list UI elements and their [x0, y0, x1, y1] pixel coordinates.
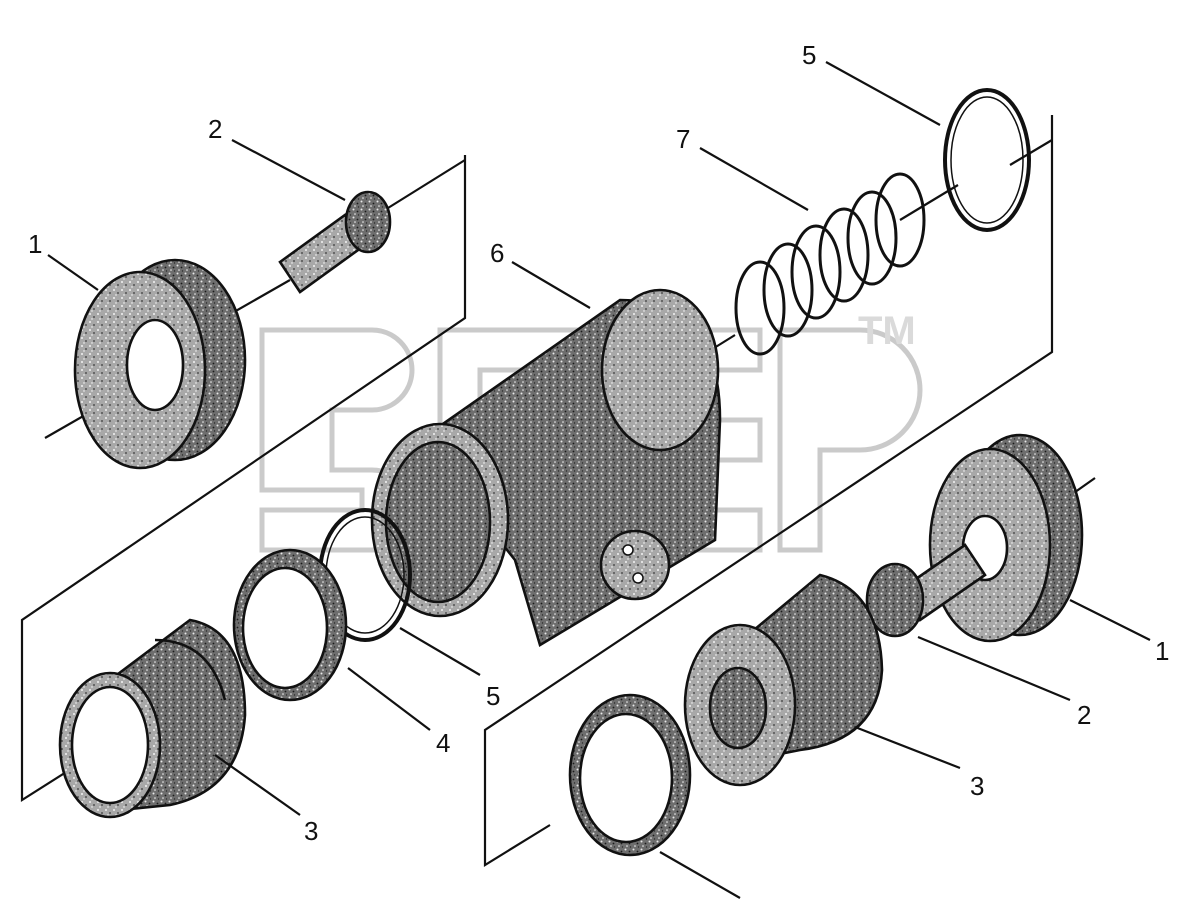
part-oring-top [943, 88, 1031, 232]
watermark-letter-4 [777, 327, 923, 553]
callout-center-4: 4 [436, 728, 450, 758]
callout-body-6: 6 [490, 238, 504, 268]
leader-lines [47, 61, 1151, 899]
part-piston-right [683, 573, 884, 787]
callout-spring-7: 7 [676, 124, 690, 154]
callout-top-5: 5 [802, 40, 816, 70]
callout-bottom-left-3: 3 [304, 816, 318, 846]
watermark-tm: TM [858, 309, 916, 353]
part-piston-bottom-left [58, 618, 247, 819]
callout-center-5: 5 [486, 681, 500, 711]
part-pin-right [865, 543, 987, 638]
part-cup-right [928, 433, 1084, 643]
part-cup-top-left [73, 258, 247, 470]
part-cylinder-body [370, 288, 722, 647]
callout-right-3: 3 [970, 771, 984, 801]
callout-labels: 1 2 6 7 5 1 2 3 5 4 3 [28, 40, 1169, 846]
callout-right-2: 2 [1077, 700, 1091, 730]
callout-top-left-1: 1 [28, 229, 42, 259]
part-seal-bottom-right [568, 693, 692, 857]
callout-right-1: 1 [1155, 636, 1169, 666]
watermark-letter-3 [607, 327, 763, 553]
callout-top-left-2: 2 [208, 114, 222, 144]
part-spring [734, 172, 926, 356]
part-seal-center [232, 548, 348, 702]
part-pin-top-left [278, 190, 392, 294]
